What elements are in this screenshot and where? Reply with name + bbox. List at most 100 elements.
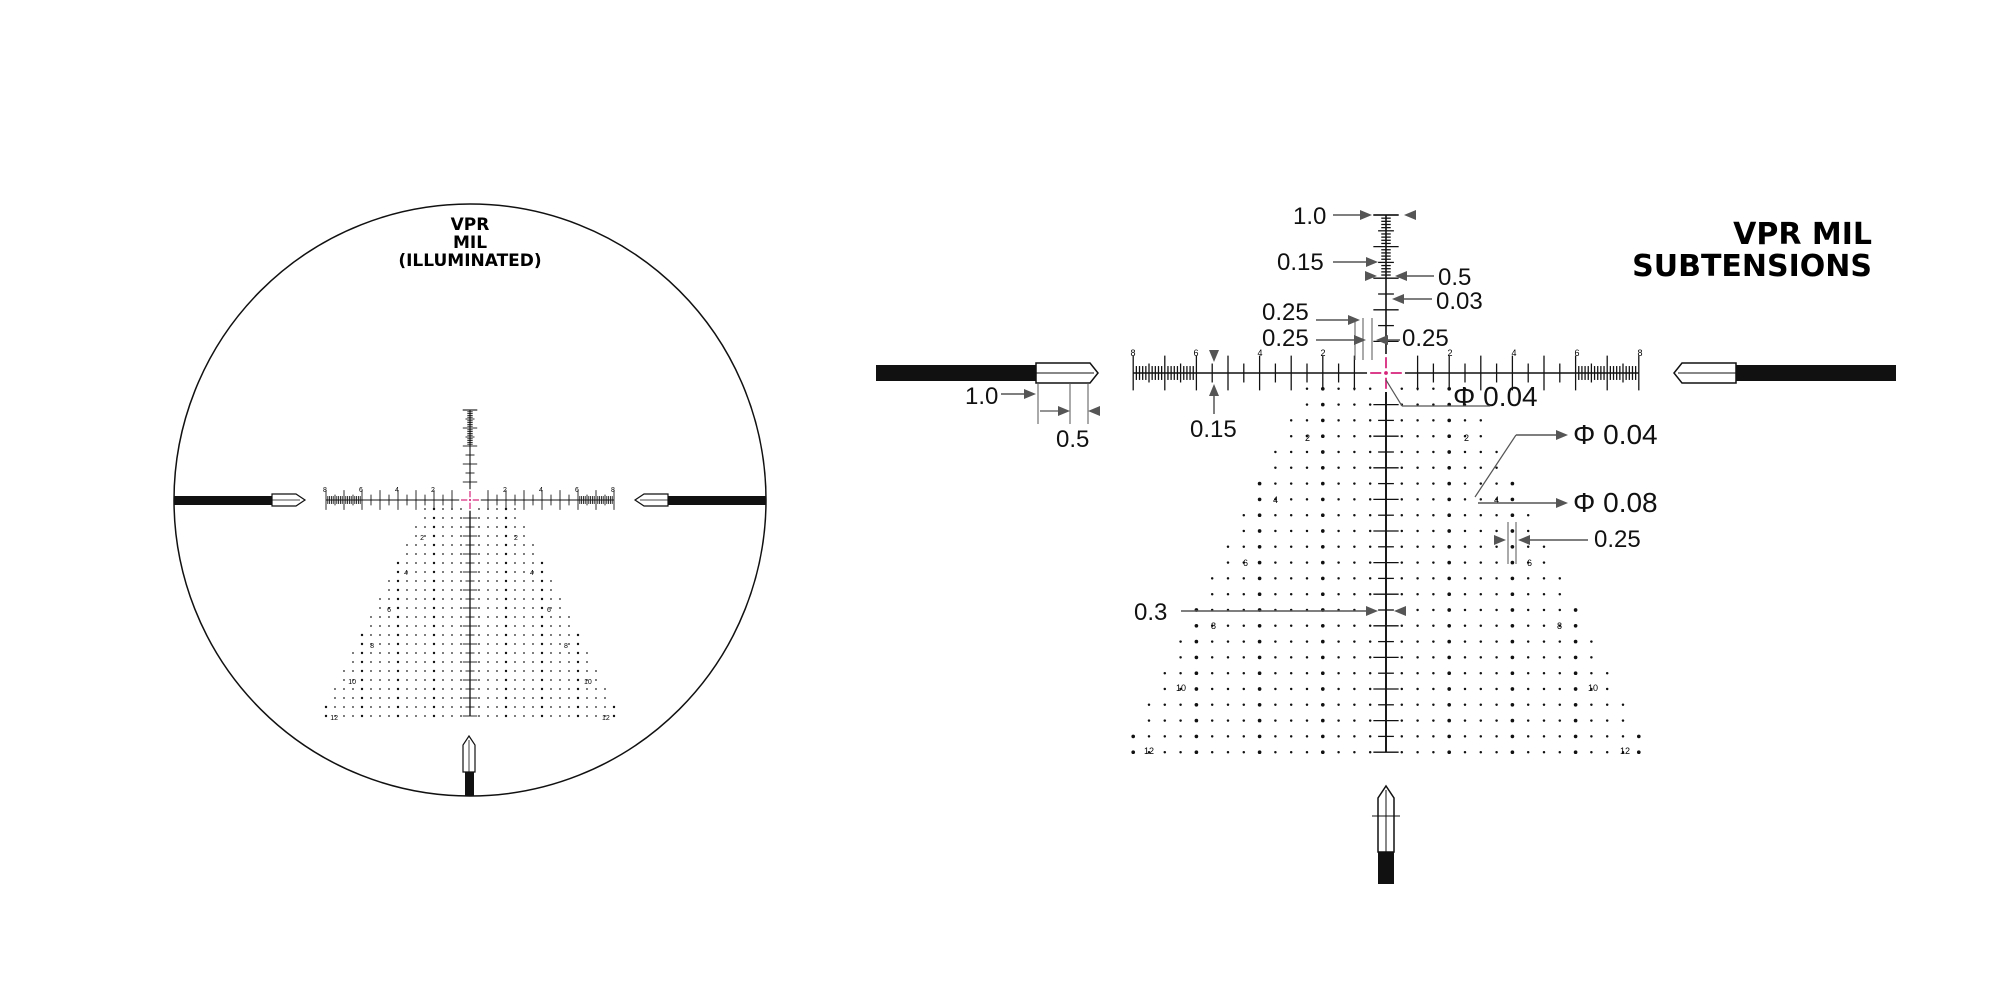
callout-0-25-c: 0.25 [1402,325,1449,352]
holdover-dot [1479,656,1483,659]
holdover-dot [388,715,390,717]
holdover-dot [1368,703,1372,707]
holdover-dot [559,670,561,672]
holdover-dot [1463,608,1467,612]
left-title-line-3: (ILLUMINATED) [398,251,541,271]
holdover-dot [424,670,426,672]
holdover-dot [424,652,426,654]
holdover-dot [540,678,544,682]
holdover-dot [1542,577,1546,580]
holdover-dot [1463,419,1467,422]
holdover-dot [1605,687,1609,691]
holdover-dot [432,696,436,700]
right-h-label: 2 [1320,348,1325,358]
holdover-dot [1558,703,1562,707]
holdover-dot [1289,513,1293,517]
holdover-dot [1274,561,1277,564]
callout-gap-0-25: 0.25 [1594,526,1641,553]
holdover-dot [523,580,525,582]
holdover-dot [406,562,408,564]
holdover-dot [496,589,498,591]
holdover-dot [1605,735,1609,738]
holdover-dot [1447,386,1452,391]
holdover-dot [442,598,444,600]
holdover-dot [504,696,508,700]
holdover-dot [1432,466,1435,470]
holdover-dot [442,589,444,591]
holdover-dot [504,606,508,610]
holdover-dot [478,616,480,618]
holdover-dot [1320,481,1325,486]
holdover-dot [1495,561,1498,564]
holdover-dot [1194,639,1199,644]
holdover-dot [1590,671,1593,675]
holdover-dot [1400,703,1404,707]
holdover-dot [460,571,462,573]
holdover-dot [1463,687,1467,691]
holdover-dot [406,580,408,582]
holdover-dot [1479,498,1483,501]
holdover-dot [1416,561,1419,564]
holdover-dot [424,517,426,519]
holdover-dot [540,624,544,628]
holdover-dot [1305,403,1309,406]
holdover-dot [514,553,516,555]
holdover-dot [1526,640,1530,643]
holdover-dot [496,679,498,681]
holdover-dot [487,562,489,564]
right-row-label-l: 10 [1176,683,1186,693]
holdover-dot [1463,735,1467,738]
holdover-dot [1353,671,1356,675]
holdover-dot [586,715,588,717]
holdover-dot [1526,608,1530,612]
holdover-dot [1242,671,1246,675]
holdover-dot [487,652,489,654]
holdover-dot [432,570,436,574]
holdover-dot [532,625,534,627]
holdover-dot [1274,687,1277,691]
holdover-dot [1242,656,1246,659]
holdover-dot [432,552,436,556]
holdover-dot [1147,735,1151,738]
holdover-dot [379,688,381,690]
holdover-dot [568,670,570,672]
holdover-dot [1400,466,1404,470]
holdover-dot [568,616,570,618]
holdover-dot [432,597,436,601]
holdover-dot [396,651,400,655]
holdover-dot [1353,513,1356,517]
holdover-dot [1447,529,1452,533]
callout-arrowhead [1360,210,1372,220]
holdover-dot [406,652,408,654]
holdover-dot [1179,687,1182,691]
holdover-dot [1305,387,1309,391]
holdover-dot [496,526,498,528]
holdover-dot [514,598,516,600]
holdover-dot [1495,513,1498,517]
holdover-dot [1447,718,1452,723]
holdover-dot [496,616,498,618]
holdover-dot [523,616,525,618]
holdover-dot [1210,687,1214,691]
holdover-dot [1289,466,1293,470]
holdover-dot [1337,387,1340,391]
holdover-dot [432,543,436,547]
holdover-dot [1194,671,1199,676]
left-post-thick [876,365,1036,381]
holdover-dot [1289,656,1293,659]
holdover-dot [388,634,390,636]
holdover-dot [451,679,453,681]
holdover-dot [1320,576,1325,581]
holdover-dot [1179,671,1182,675]
holdover-dot [451,625,453,627]
holdover-dot [496,544,498,546]
holdover-dot [1305,577,1309,580]
holdover-dot [396,579,400,583]
right-row-label-r: 6 [1527,558,1532,568]
holdover-dot [396,705,400,709]
holdover-dot [1368,498,1372,501]
callout-arrowhead [1209,384,1219,396]
holdover-dot [432,687,436,691]
holdover-dot [576,696,580,700]
left-row-label-r: 4 [530,570,534,577]
